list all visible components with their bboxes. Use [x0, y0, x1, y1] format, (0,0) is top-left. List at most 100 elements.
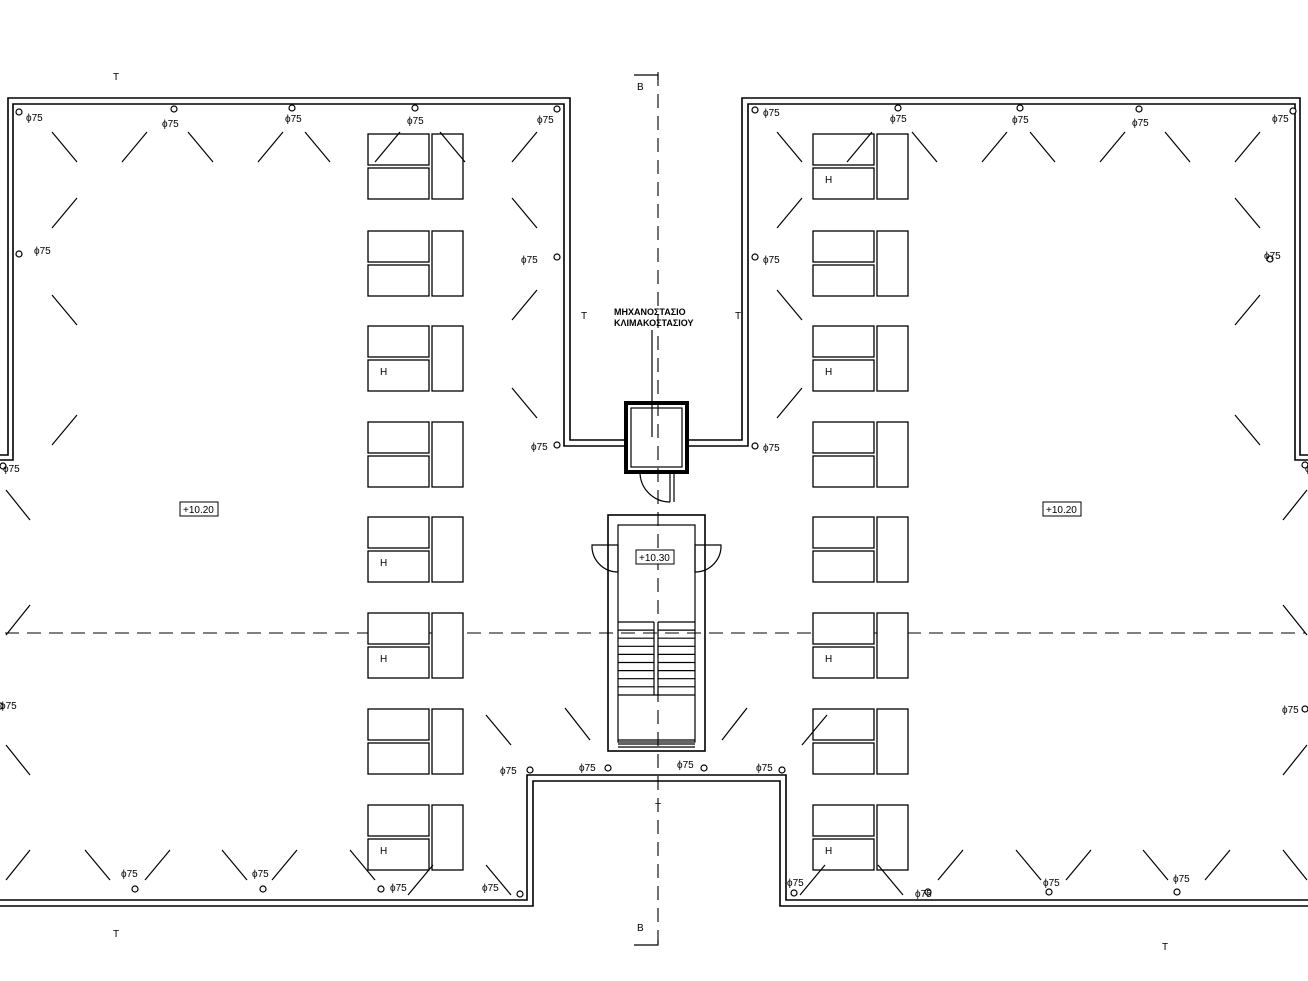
drain-label: ϕ75	[521, 255, 538, 266]
slope-marks	[5, 131, 1308, 896]
slope-mark	[1234, 414, 1261, 446]
slope-mark	[84, 849, 111, 881]
panel-group	[812, 230, 909, 297]
svg-text:+10.20: +10.20	[1046, 505, 1077, 516]
panel	[367, 421, 430, 454]
slope-mark	[144, 849, 171, 881]
svg-text:+10.30: +10.30	[639, 553, 670, 564]
drain-label: ϕ75	[1264, 251, 1281, 262]
panel-group	[812, 516, 909, 583]
panel	[431, 133, 464, 200]
slope-mark	[1282, 849, 1308, 881]
panel-group	[812, 708, 909, 775]
panel-mark: H	[825, 367, 832, 378]
panel-group: H	[367, 612, 464, 679]
panel	[876, 421, 909, 488]
slope-mark	[1164, 131, 1191, 163]
panel	[812, 325, 875, 358]
drain-label: ϕ75	[26, 113, 43, 124]
drain-label: ϕ75	[579, 763, 596, 774]
panel	[812, 516, 875, 549]
slope-mark	[349, 849, 376, 881]
slope-mark	[407, 864, 434, 896]
panel	[812, 230, 875, 263]
panel-mark: H	[380, 846, 387, 857]
panel	[812, 264, 875, 297]
roof-drain	[790, 889, 798, 897]
drain-label: ϕ75	[1043, 878, 1060, 889]
slope-mark	[776, 387, 803, 419]
slope-mark	[439, 131, 466, 163]
roof-drain	[526, 766, 534, 774]
panel-mark: H	[825, 846, 832, 857]
drain-label: ϕ75	[763, 443, 780, 454]
slope-mark	[1065, 849, 1092, 881]
slope-mark	[799, 864, 826, 896]
drain-label: ϕ75	[677, 760, 694, 771]
roof-drain	[894, 104, 902, 112]
drain-label: ϕ75	[34, 246, 51, 257]
slope-mark	[846, 131, 873, 163]
roof-drain	[1301, 705, 1308, 713]
drain-label: ϕ75	[162, 119, 179, 130]
panel-mark: H	[825, 654, 832, 665]
roof-drain	[288, 104, 296, 112]
panel	[876, 516, 909, 583]
roof-drain	[1289, 107, 1297, 115]
slope-mark	[485, 864, 512, 896]
roof-drain	[0, 702, 4, 710]
roof-drain	[411, 104, 419, 112]
panel-group: H	[812, 804, 909, 871]
drain-label: ϕ75	[531, 442, 548, 453]
staircase	[591, 514, 722, 752]
roof-drain	[1301, 461, 1308, 469]
roof-drain	[131, 885, 139, 893]
slope-mark	[564, 707, 591, 741]
panel	[876, 230, 909, 297]
drain-label: ϕ75	[1132, 118, 1149, 129]
panel-mark: H	[380, 654, 387, 665]
panel	[367, 742, 430, 775]
slope-mark	[721, 707, 748, 741]
slope-mark	[5, 744, 31, 776]
roof-drain	[553, 441, 561, 449]
roof-drain	[751, 253, 759, 261]
panel	[431, 421, 464, 488]
panel-group	[367, 708, 464, 775]
slope-mark	[51, 414, 78, 446]
slope-mark	[1234, 197, 1261, 229]
panel	[367, 230, 430, 263]
roof-drains: ϕ75 ϕ75 ϕ75 ϕ75 ϕ75 ϕ75 ϕ75 ϕ75 ϕ75 ϕ75 ϕ75 ϕ75 ϕ75 ϕ…	[0, 104, 1308, 900]
panel-mark: H	[825, 175, 832, 186]
panel	[431, 612, 464, 679]
drain-label: ϕ75	[915, 889, 932, 900]
panel	[812, 359, 875, 392]
roof-mark: T	[113, 929, 119, 940]
room-label-line2: ΚΛΙΜΑΚΟΣΤΑΣΙΟΥ	[614, 318, 693, 328]
drain-label: ϕ75	[252, 869, 269, 880]
slope-mark	[5, 849, 31, 881]
panel	[812, 612, 875, 645]
slope-mark	[511, 197, 538, 229]
slope-mark	[1282, 604, 1308, 636]
panel-group: H	[812, 133, 909, 200]
panel	[812, 167, 875, 200]
slope-mark	[304, 131, 331, 163]
slope-mark	[877, 864, 904, 896]
slope-mark	[776, 197, 803, 229]
slope-mark	[937, 849, 964, 881]
roof-drain	[1135, 105, 1143, 113]
panel-group: H	[367, 516, 464, 583]
roof-drain	[700, 764, 708, 772]
slope-mark	[511, 387, 538, 419]
drain-label: ϕ75	[407, 116, 424, 127]
roof-mark: T	[113, 72, 119, 83]
slope-mark	[1142, 849, 1169, 881]
slope-mark	[511, 289, 538, 321]
roof-drain	[15, 250, 23, 258]
slope-mark	[1015, 849, 1042, 881]
stair-steps	[618, 621, 695, 688]
drain-label: ϕ75	[763, 255, 780, 266]
slope-mark	[1234, 131, 1261, 163]
